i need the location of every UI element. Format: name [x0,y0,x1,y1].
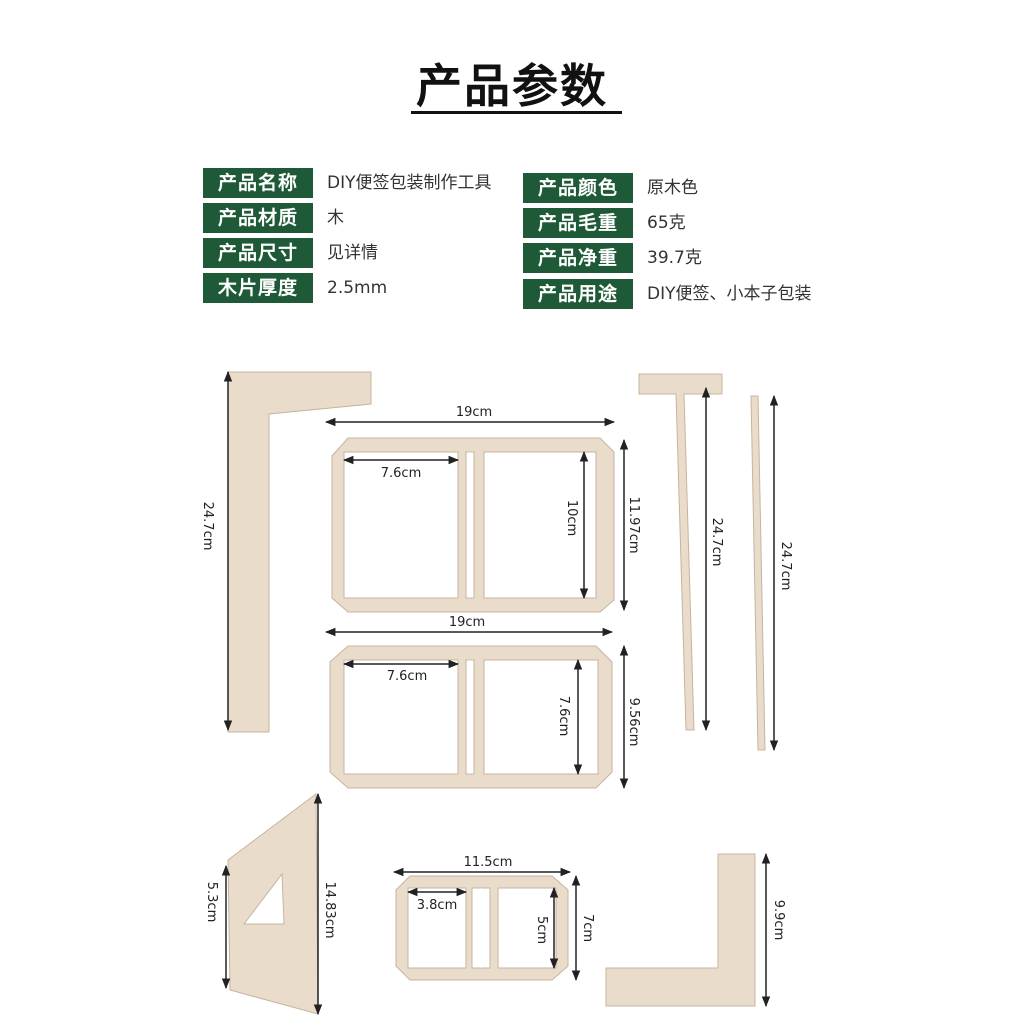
ruler-strip [750,395,766,751]
spec-label: 产品用途 [523,279,633,309]
spec-label: 产品名称 [203,168,313,198]
frame-a [331,437,615,613]
spec-label: 产品毛重 [523,208,633,238]
dim-label: 24.7cm [778,542,793,591]
spec-label: 产品尺寸 [203,238,313,268]
spec-value: 39.7克 [647,248,702,268]
dim-label: 14.83cm [322,881,337,938]
spec-value: DIY便签、小本子包装 [647,284,812,304]
l-square-large [227,371,372,733]
spec-value: 原木色 [647,178,698,198]
dim-label: 5cm [534,916,549,944]
frame-b [329,645,613,789]
dim-label: 7.6cm [381,466,422,481]
dim-label: 7.6cm [387,669,428,684]
spec-value: 2.5mm [327,278,388,298]
triangle-set-square [227,793,319,1015]
dim-label: 5.3cm [204,882,219,923]
spec-label: 产品材质 [203,203,313,233]
dim-label: 11.5cm [464,855,513,870]
spec-label: 木片厚度 [203,273,313,303]
dim-label: 9.56cm [626,698,641,747]
dim-label: 10cm [564,500,579,536]
spec-value: 见详情 [327,243,378,263]
title-underline [411,111,622,114]
t-square [638,373,723,731]
dim-label: 3.8cm [417,898,458,913]
dim-label: 24.7cm [709,518,724,567]
page-title: 产品参数 [416,59,608,113]
spec-value: 65克 [647,213,686,233]
spec-value: 木 [327,208,344,228]
dim-label: 19cm [449,615,485,630]
dim-label: 19cm [456,405,492,420]
spec-label: 产品净重 [523,243,633,273]
dim-label: 24.7cm [200,502,215,551]
dim-label: 7cm [580,914,595,942]
dim-label: 9.9cm [771,900,786,941]
spec-value: DIY便签包装制作工具 [327,173,492,193]
spec-label: 产品颜色 [523,173,633,203]
frame-c [395,875,569,981]
dim-label: 7.6cm [556,696,571,737]
dim-label: 11.97cm [626,496,641,553]
l-square-small [605,853,756,1007]
